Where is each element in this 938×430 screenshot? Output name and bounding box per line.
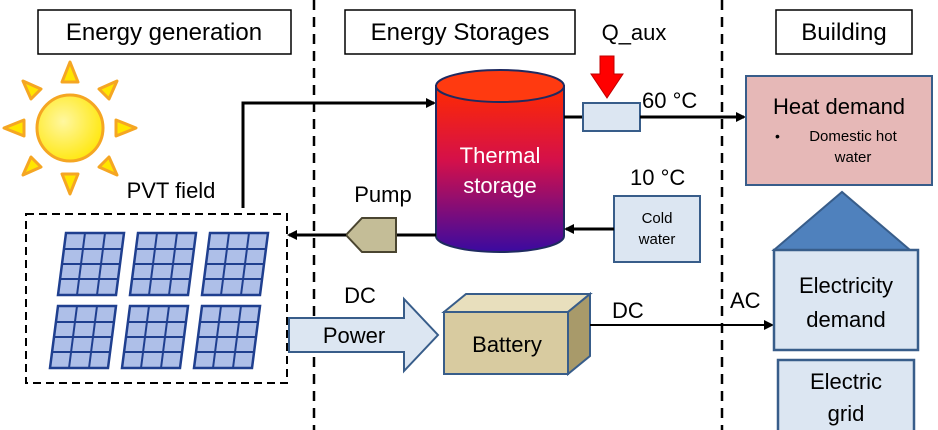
cold-water-label-line2: water	[638, 231, 676, 248]
heat-demand-title: Heat demand	[773, 94, 905, 119]
thermal-storage-label-line1: Thermal	[460, 143, 541, 168]
building-roof	[771, 190, 913, 251]
section-title-building: Building	[801, 19, 886, 46]
battery-label: Battery	[472, 332, 542, 357]
heat-demand-bullet: •	[775, 128, 780, 144]
cold-water-label-line1: Cold	[642, 210, 673, 227]
aux-heater-box	[582, 102, 641, 132]
thermal-storage-tank: Thermal storage	[435, 69, 565, 253]
cold-temperature-label: 10 °C	[630, 165, 685, 190]
sun-icon	[2, 60, 138, 196]
battery-block: Battery	[441, 291, 593, 377]
electric-grid-box: Electric grid	[776, 358, 916, 430]
pump-icon	[344, 217, 397, 253]
solar-panel-icon	[192, 304, 262, 370]
section-title-storages: Energy Storages	[371, 19, 550, 46]
hot-temperature-label: 60 °C	[642, 88, 697, 113]
heat-demand-item-line2: water	[834, 149, 872, 166]
heat-demand-box: Heat demand • Domestic hot water	[745, 75, 933, 186]
power-label: Power	[323, 323, 385, 348]
electric-grid-line2: grid	[828, 401, 865, 426]
electricity-demand-box: Electricity demand	[772, 248, 920, 352]
ac-label: AC	[730, 288, 761, 313]
pump-label: Pump	[354, 182, 411, 207]
power-dc-label: DC	[344, 283, 376, 308]
section-energy-storages: Energy Storages	[344, 9, 576, 55]
solar-panel-icon	[56, 231, 126, 297]
electric-grid-line1: Electric	[810, 369, 882, 394]
solar-panel-icon	[120, 304, 190, 370]
solar-panel-icon	[48, 304, 118, 370]
power-arrow: Power	[288, 296, 440, 374]
electricity-demand-line1: Electricity	[799, 273, 893, 298]
hot-supply-arrow	[241, 98, 436, 208]
section-title-generation: Energy generation	[66, 19, 262, 46]
cold-water-box: Cold water	[613, 195, 701, 263]
aux-heat-input-arrow	[590, 55, 624, 99]
pvt-field-label: PVT field	[127, 178, 216, 203]
battery-dc-label: DC	[612, 298, 644, 323]
section-building: Building	[775, 9, 913, 55]
q-aux-label: Q_aux	[602, 20, 667, 45]
thermal-storage-label-line2: storage	[463, 173, 536, 198]
heat-demand-item-line1: Domestic hot	[809, 128, 897, 145]
electricity-demand-line2: demand	[806, 307, 886, 332]
section-energy-generation: Energy generation	[37, 9, 292, 55]
pvt-panels	[48, 231, 270, 370]
solar-panel-icon	[200, 231, 270, 297]
solar-panel-icon	[128, 231, 198, 297]
